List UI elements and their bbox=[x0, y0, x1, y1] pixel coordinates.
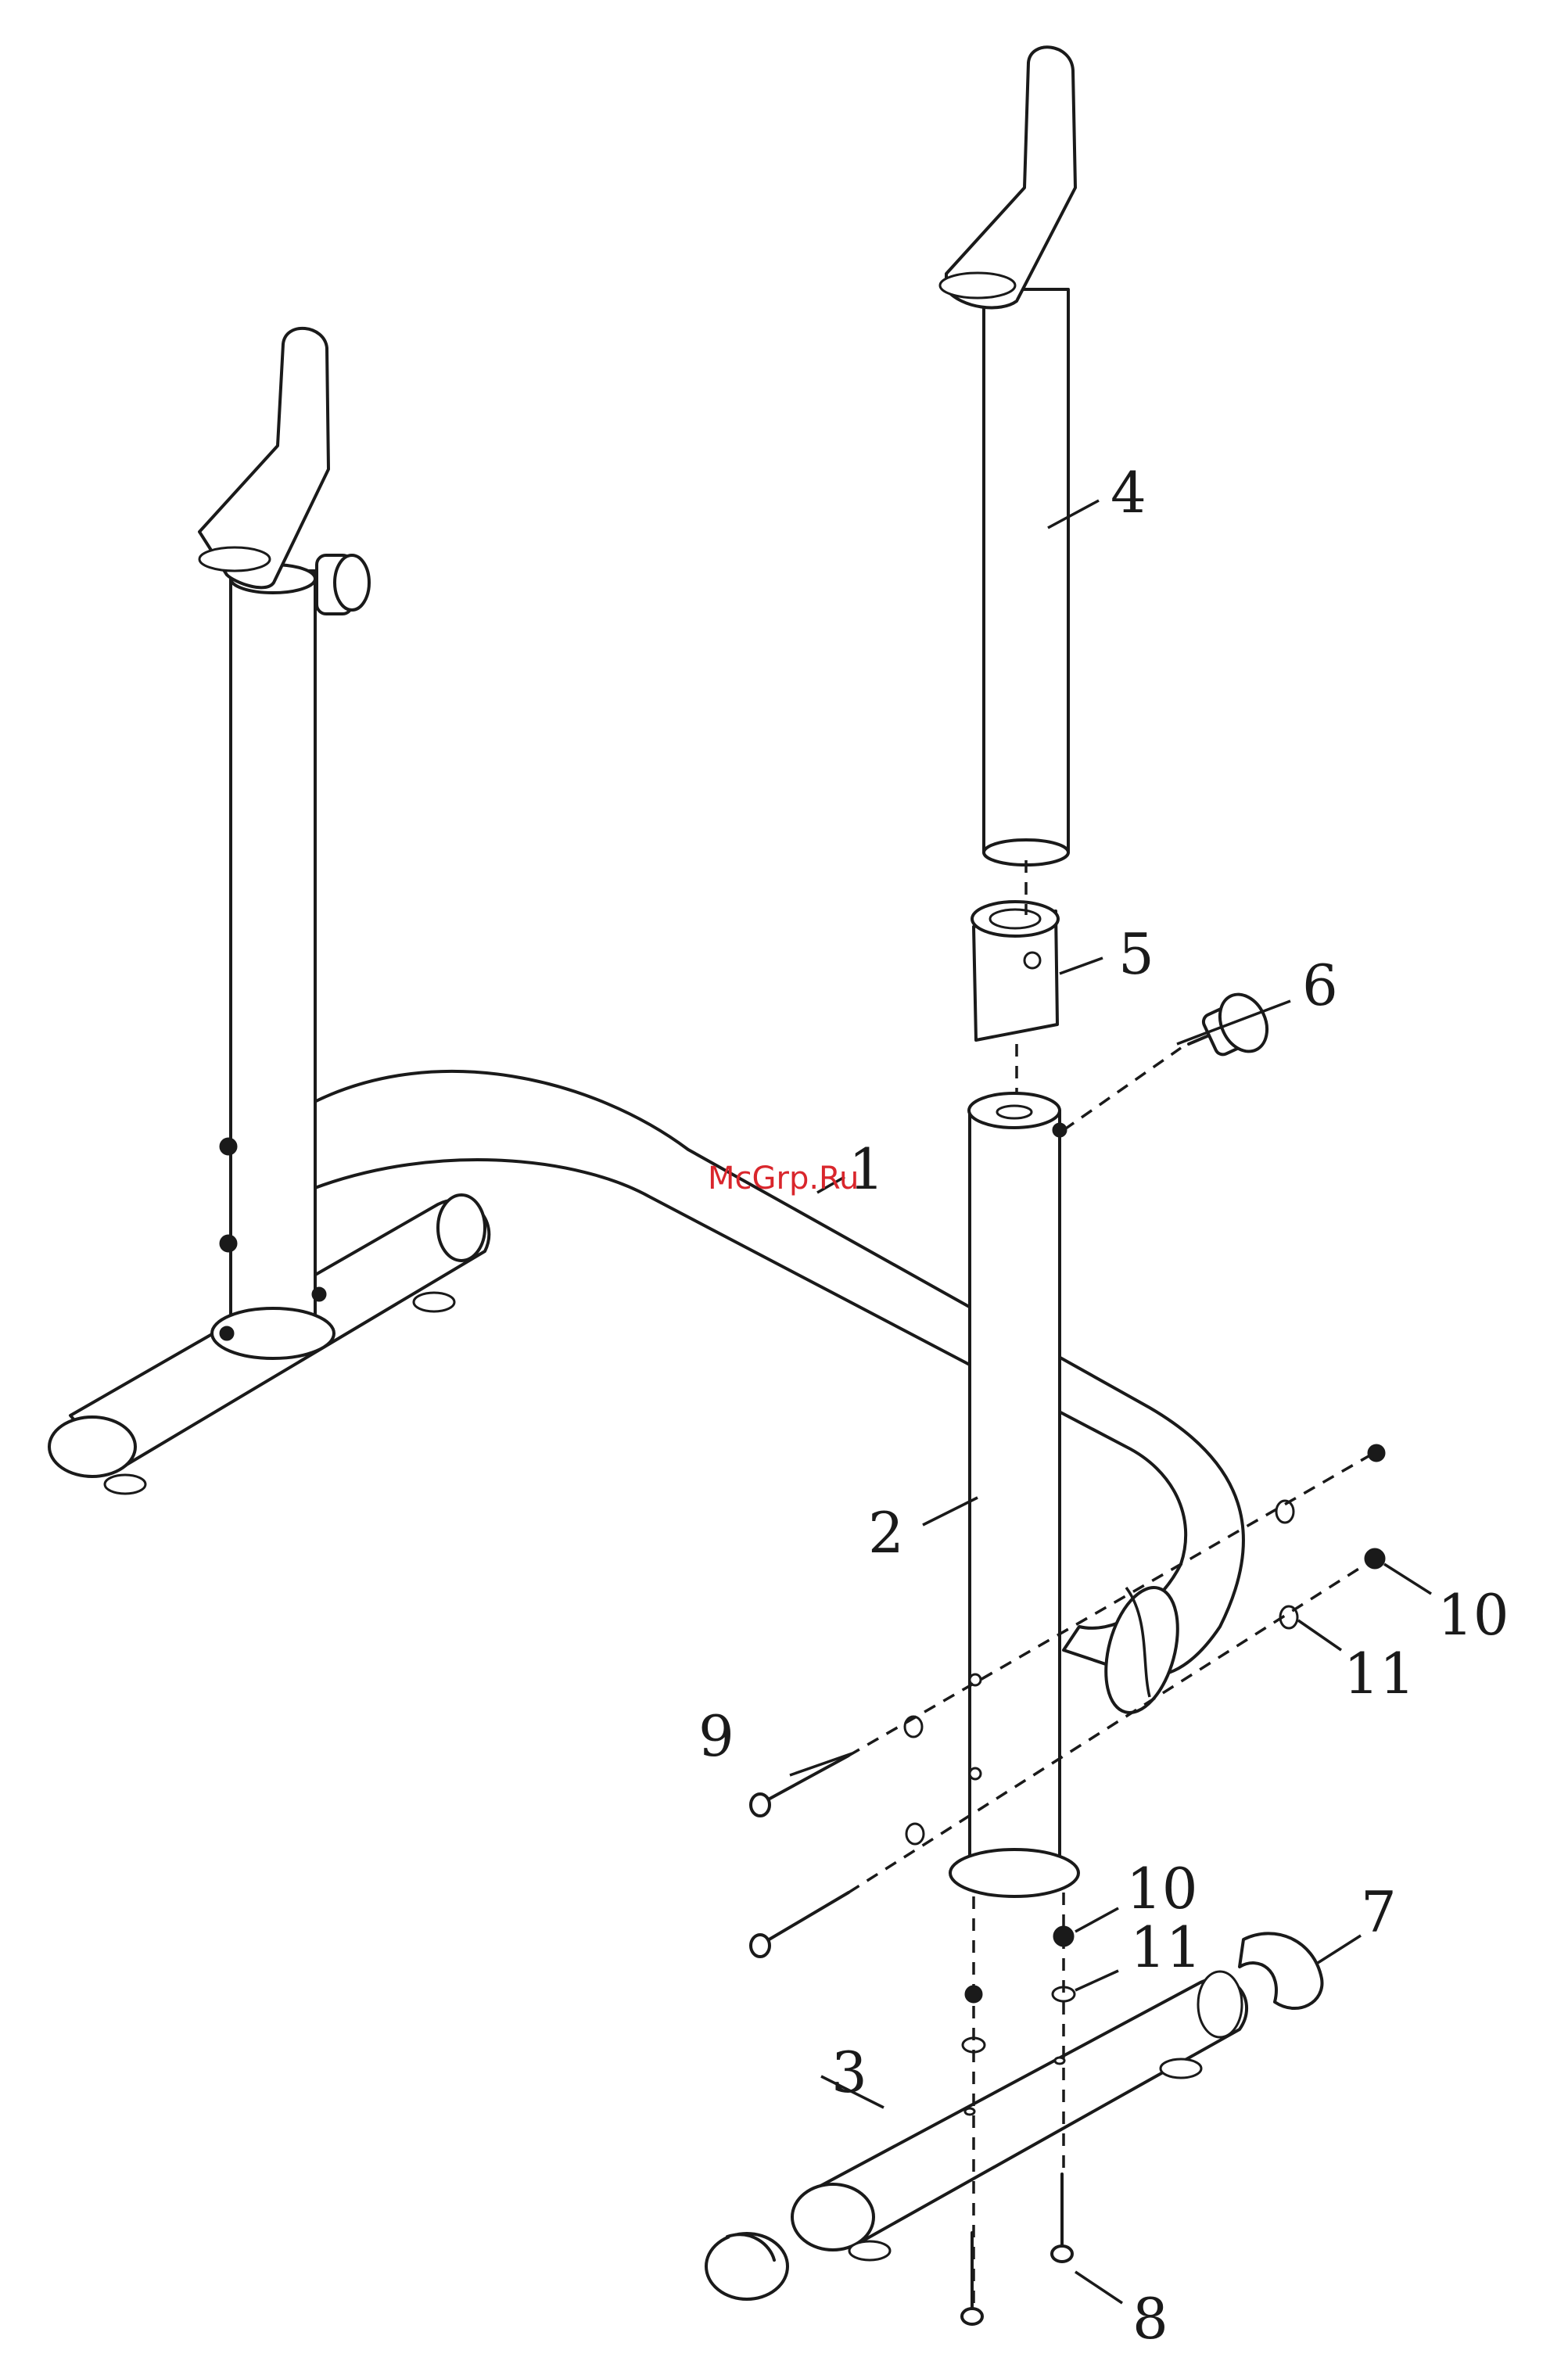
callout-5: 5 bbox=[1118, 921, 1154, 987]
callout-8: 8 bbox=[1132, 2286, 1168, 2352]
left-upright-post bbox=[199, 328, 369, 1358]
short-bolt-right bbox=[1052, 2174, 1072, 2262]
callout-10-right: 10 bbox=[1437, 1582, 1509, 1648]
callout-11-lower: 11 bbox=[1130, 1914, 1202, 1980]
callout-3: 3 bbox=[831, 2040, 867, 2105]
callout-9: 9 bbox=[698, 1703, 734, 1769]
front-end-cap bbox=[706, 2233, 788, 2299]
callout-2: 2 bbox=[868, 1500, 904, 1566]
sleeve-part-5 bbox=[972, 902, 1058, 1040]
right-upright-post-part-2 bbox=[950, 1093, 1078, 1896]
front-foot-beam-part-3 bbox=[792, 1972, 1247, 2260]
long-bolt-upper bbox=[751, 1756, 849, 1816]
end-cap-part-7 bbox=[1240, 1933, 1322, 2008]
callout-4: 4 bbox=[1111, 460, 1146, 526]
upper-hook-tube-part-4 bbox=[940, 47, 1075, 865]
callout-10-lower: 10 bbox=[1126, 1856, 1198, 1921]
long-bolt-lower bbox=[751, 1893, 849, 1957]
callout-6: 6 bbox=[1302, 953, 1338, 1018]
callout-11-right: 11 bbox=[1344, 1641, 1416, 1706]
short-bolt-left bbox=[962, 2233, 982, 2324]
callout-7: 7 bbox=[1361, 1879, 1397, 1945]
watermark: McGrp.Ru bbox=[708, 1161, 859, 1197]
